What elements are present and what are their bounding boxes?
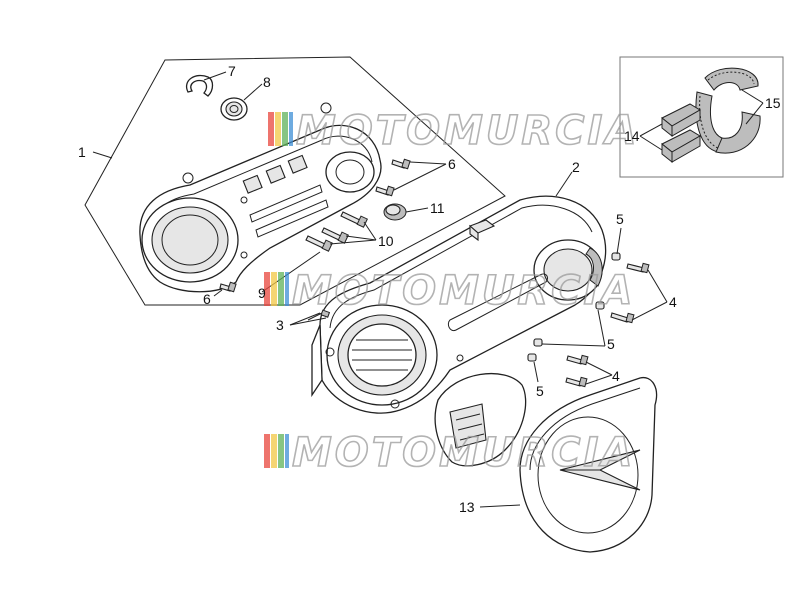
callout-2: 2 xyxy=(572,159,580,175)
watermark-bottom: MOTOMURCIA xyxy=(264,429,635,477)
intake-duct xyxy=(434,372,527,467)
part-2-inner-cover xyxy=(311,195,607,414)
watermark-stripe xyxy=(271,272,277,306)
callout-10: 10 xyxy=(378,233,394,249)
watermark-stripe xyxy=(278,434,284,468)
callout-15: 15 xyxy=(765,95,781,111)
part-8-bearing-seal xyxy=(220,97,248,121)
callout-14: 14 xyxy=(624,128,640,144)
callout-5-middle: 5 xyxy=(607,336,615,352)
part-3-screws xyxy=(307,309,331,321)
callout-1: 1 xyxy=(78,144,86,160)
watermark-stripe xyxy=(285,434,289,468)
watermark-top: MOTOMURCIA xyxy=(268,107,639,155)
part-1-group-outline xyxy=(84,56,506,306)
watermark-stripe xyxy=(264,272,270,306)
callout-3: 3 xyxy=(276,317,284,333)
callout-13: 13 xyxy=(459,499,475,515)
bolts-group xyxy=(219,158,411,293)
callout-5-upper: 5 xyxy=(616,211,624,227)
watermark-stripe xyxy=(275,112,281,146)
part-11-plug-cap xyxy=(383,203,407,221)
watermark-stripe xyxy=(271,434,277,468)
part-13-filter-cover xyxy=(519,376,658,553)
watermark-stripe xyxy=(285,272,289,306)
callout-6-upper: 6 xyxy=(448,156,456,172)
callout-9: 9 xyxy=(258,285,266,301)
part-14-slider-blocks xyxy=(661,103,701,164)
watermark-stripe xyxy=(268,112,274,146)
watermark-text: MOTOMURCIA xyxy=(292,430,635,476)
callout-4-upper: 4 xyxy=(669,294,677,310)
callout-6-lower: 6 xyxy=(203,291,211,307)
callout-4-lower: 4 xyxy=(612,368,620,384)
callout-7: 7 xyxy=(228,63,236,79)
watermark-stripe xyxy=(282,112,288,146)
part-15-chain-pieces xyxy=(695,67,761,154)
watermark-text: MOTOMURCIA xyxy=(296,108,639,154)
parts-4-5-fasteners xyxy=(527,252,650,388)
watermark-text: MOTOMURCIA xyxy=(292,268,635,314)
watermark-stripe xyxy=(264,434,270,468)
callout-5-lower: 5 xyxy=(536,383,544,399)
part-1-outer-cover xyxy=(139,102,382,293)
leader-lines xyxy=(92,71,668,508)
watermark-middle: MOTOMURCIA xyxy=(264,267,635,315)
watermark-stripe xyxy=(278,272,284,306)
callout-8: 8 xyxy=(263,74,271,90)
watermark-stripe xyxy=(289,112,293,146)
part-7-circlip xyxy=(185,74,214,97)
callout-11: 11 xyxy=(430,200,445,216)
callout-labels: 1 2 3 4 4 5 5 5 6 6 7 8 9 10 11 13 14 15 xyxy=(78,63,781,515)
